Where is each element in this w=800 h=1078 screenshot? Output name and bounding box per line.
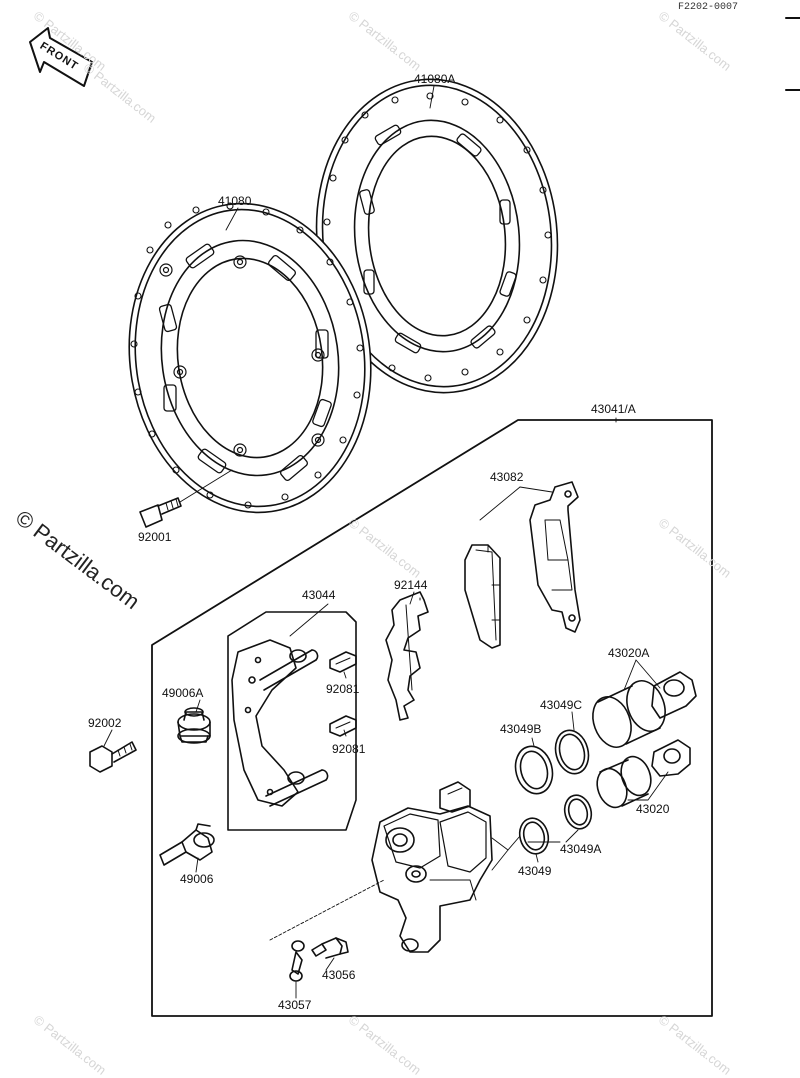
part-label-43049a[interactable]: 43049A <box>560 842 602 856</box>
part-label-41080[interactable]: 41080 <box>218 194 252 208</box>
part-label-43020a[interactable]: 43020A <box>608 646 650 660</box>
clip-92081-lower <box>329 715 357 737</box>
part-label-49006[interactable]: 49006 <box>180 872 214 886</box>
part-label-43049b[interactable]: 43049B <box>500 722 542 736</box>
brake-pads-43082 <box>464 481 581 649</box>
part-label-43041a[interactable]: 43041/A <box>591 402 636 416</box>
part-label-92144[interactable]: 92144 <box>394 578 428 592</box>
part-label-43049c[interactable]: 43049C <box>540 698 583 712</box>
part-label-43044[interactable]: 43044 <box>302 588 336 602</box>
part-label-92081-upper[interactable]: 92081 <box>326 682 360 696</box>
brake-disc-41080 <box>128 202 372 514</box>
part-label-92002[interactable]: 92002 <box>88 716 122 730</box>
part-label-49006a[interactable]: 49006A <box>162 686 204 700</box>
part-label-43020[interactable]: 43020 <box>636 802 670 816</box>
piston-insulator-43020 <box>651 739 691 777</box>
slide-pin-49006 <box>159 823 215 866</box>
bleeder-valve-43056 <box>311 937 349 959</box>
part-label-43082[interactable]: 43082 <box>490 470 524 484</box>
caliper-bracket-43044 <box>227 611 357 831</box>
part-label-43049[interactable]: 43049 <box>518 864 552 878</box>
part-label-41080a[interactable]: 41080A <box>414 72 456 86</box>
parts-diagram: © Partzilla.com © Partzilla.com © Partzi… <box>11 2 800 1078</box>
boot-49006a <box>177 707 211 744</box>
caliper-body <box>269 781 493 953</box>
clip-92081-upper <box>329 651 357 673</box>
part-label-43056[interactable]: 43056 <box>322 968 356 982</box>
pad-spring-92144 <box>385 591 429 721</box>
seal-43049a <box>563 794 593 830</box>
seal-43049b <box>514 745 554 795</box>
caliper-assembly-box <box>151 419 713 1017</box>
piston-43020a <box>592 680 666 748</box>
seal-43049c <box>554 729 590 775</box>
part-label-43057[interactable]: 43057 <box>278 998 312 1012</box>
bolt-92002 <box>89 741 137 773</box>
front-arrow-icon <box>29 27 93 87</box>
piston-insulator-43020a <box>651 671 697 719</box>
leader-lines <box>103 85 669 999</box>
seal-43049 <box>518 817 550 855</box>
bleeder-cap-43057 <box>289 940 305 982</box>
part-label-92001[interactable]: 92001 <box>138 530 172 544</box>
part-label-92081-lower[interactable]: 92081 <box>332 742 366 756</box>
bolt-92001 <box>139 469 233 528</box>
diagram-drawing <box>29 17 800 1017</box>
diagram-reference-code: F2202-0007 <box>678 2 739 13</box>
